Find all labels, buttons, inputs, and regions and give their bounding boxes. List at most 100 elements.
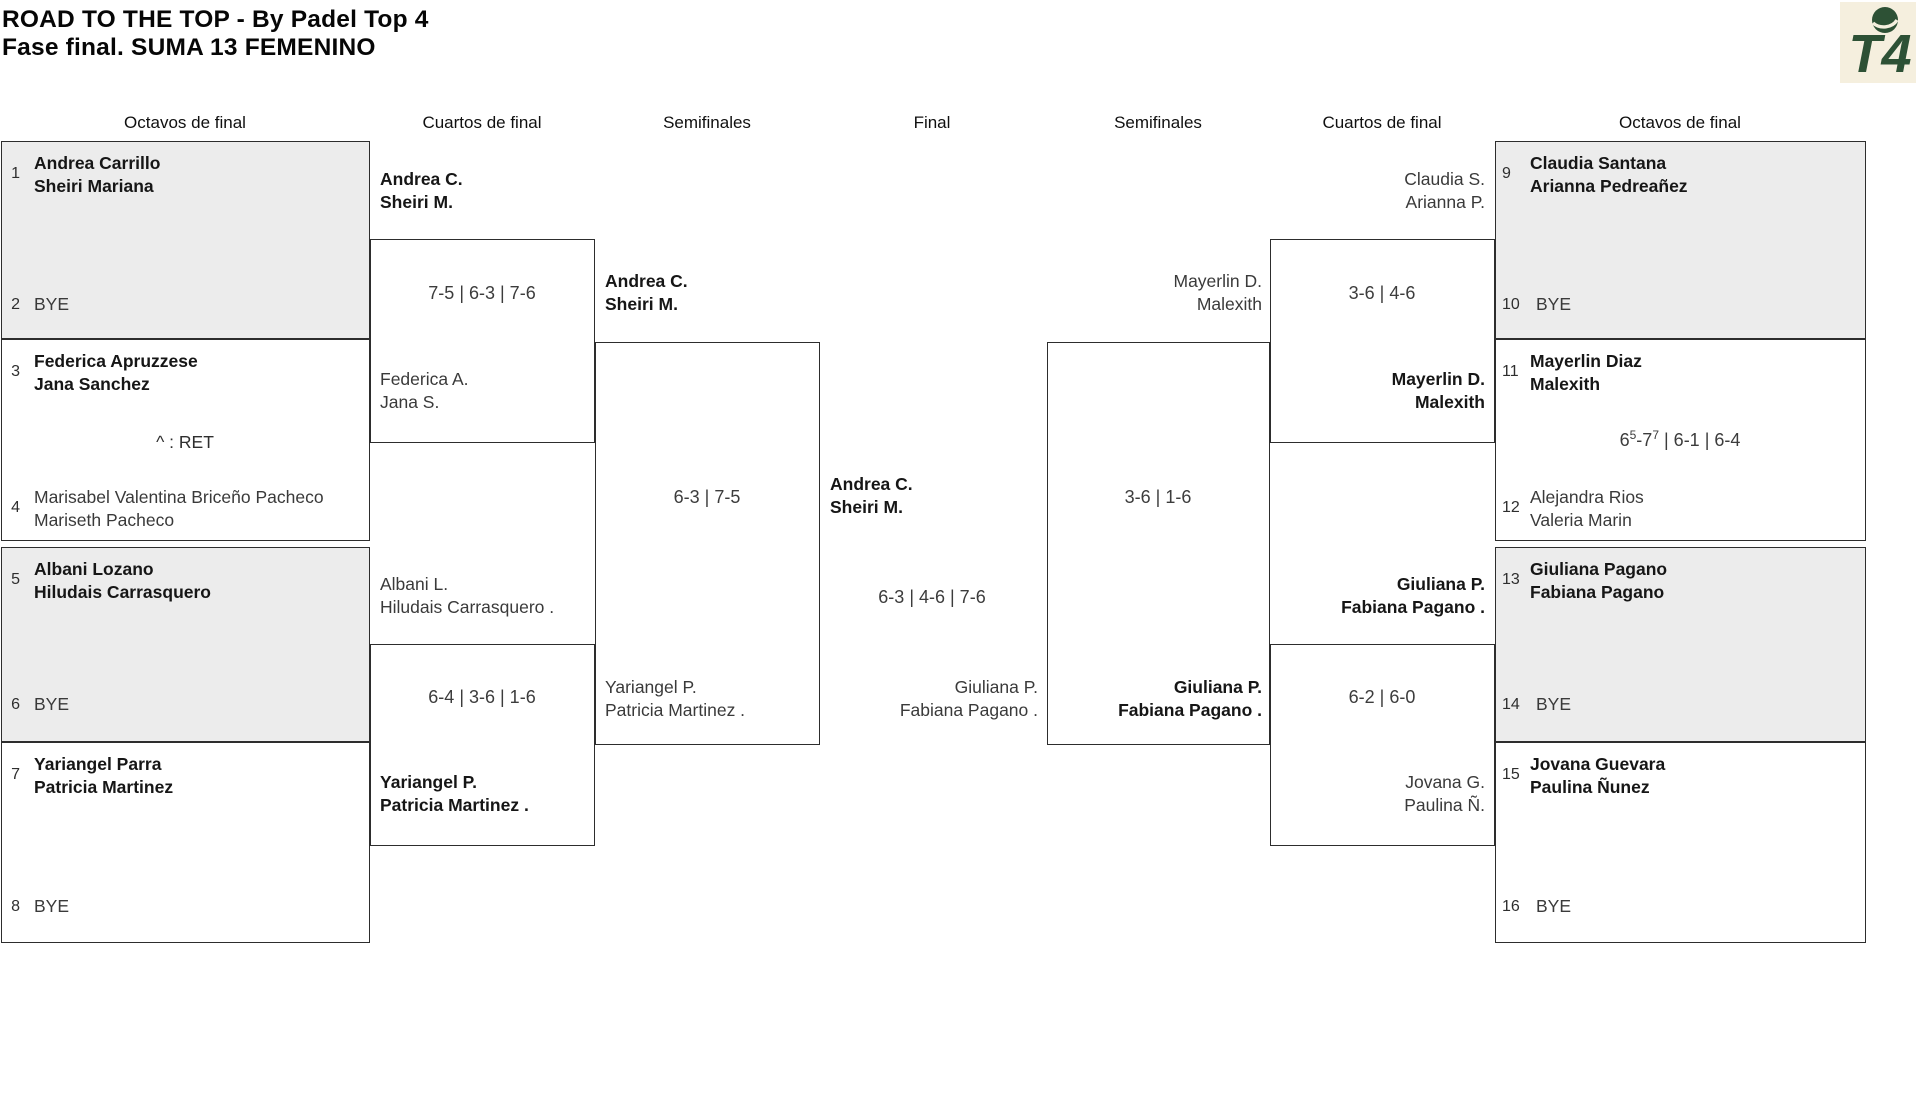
page-title: ROAD TO THE TOP - By Padel Top 4 Fase fi… [2,6,429,62]
header-octavos-right: Octavos de final [1619,113,1741,132]
final-winner: Andrea C. Sheiri M. [830,473,913,519]
qf-right-2-winner: Giuliana P. Fabiana Pagano . [1341,573,1485,619]
seed-16: 16 [1502,898,1520,915]
score-part: | 6-1 | 6-4 [1659,430,1741,450]
team-line: Yariangel Parra [34,754,162,774]
team-line: Federica Apruzzese [34,351,198,371]
bye-label: BYE [1536,694,1572,714]
team-line: Giuliana P. [1173,677,1262,697]
final-loser: Giuliana P. Fabiana Pagano . [900,676,1038,722]
team-line: Jovana Guevara [1530,754,1666,774]
qf-right-1-winner: Mayerlin D. Malexith [1392,368,1485,414]
qf-left-box-2 [370,644,595,846]
bye-label: BYE [34,896,70,916]
header-final: Final [913,113,951,132]
team-line: Sheiri M. [380,192,453,212]
seed-7: 7 [11,766,20,783]
bye-seed-8: BYE [34,895,69,918]
r16-right-match-score: 65-77 | 6-1 | 6-4 [1550,428,1810,452]
team-line: Paulina Ñ. [1404,795,1485,815]
sf-left-score: 6-3 | 7-5 [673,487,741,507]
r16-right-box-15-16 [1495,742,1866,943]
team-seed-13: Giuliana Pagano Fabiana Pagano [1530,558,1667,604]
team-line: Yariangel P. [380,772,477,792]
score-tiebreak-sup: 5 [1629,428,1637,442]
team-line: Jana S. [380,392,440,412]
team-seed-3: Federica Apruzzese Jana Sanchez [34,350,198,396]
team-line: Marisabel Valentina Briceño Pacheco [34,487,324,507]
team-line: Hiludais Carrasquero . [380,597,555,617]
team-line: Paulina Ñunez [1530,777,1650,797]
team-line: Yariangel P. [605,677,697,697]
seed-11: 11 [1502,363,1519,380]
team-line: Albani Lozano [34,559,154,579]
team-line: Arianna Pedreañez [1530,176,1688,196]
team-line: Sheiri M. [605,294,678,314]
team-seed-11: Mayerlin Diaz Malexith [1530,350,1642,396]
team-seed-5: Albani Lozano Hiludais Carrasquero [34,558,211,604]
score-part: -7 [1636,430,1653,450]
score-tiebreak-sup: 7 [1652,428,1659,442]
qf-right-2-score: 6-2 | 6-0 [1348,687,1416,707]
page-title-line1: ROAD TO THE TOP - By Padel Top 4 [2,6,429,33]
seed-1: 1 [11,165,20,182]
team-line: Federica A. [380,369,469,389]
sf-left-loser: Yariangel P. Patricia Martinez . [605,676,745,722]
r16-left-box-7-8 [1,742,370,943]
seed-6: 6 [11,696,20,713]
page-title-line2: Fase final. SUMA 13 FEMENINO [2,34,376,61]
header-octavos-left: Octavos de final [124,113,246,132]
team-line: Patricia Martinez . [605,700,746,720]
team-line: Claudia Santana [1530,153,1667,173]
qf-left-2-winner: Yariangel P. Patricia Martinez . [380,771,529,817]
team-line: Fabiana Pagano [1530,582,1665,602]
seed-9: 9 [1502,165,1511,182]
logo-text: T4 [1848,24,1911,83]
team-line: Andrea C. [380,169,463,189]
team-line: Malexith [1414,392,1485,412]
team-seed-7: Yariangel Parra Patricia Martinez [34,753,173,799]
r16-right-box-11-12 [1495,339,1866,541]
team-seed-1: Andrea Carrillo Sheiri Mariana [34,152,160,198]
qf-right-box-1 [1270,239,1495,443]
team-line: Malexith [1530,374,1601,394]
team-line: Mayerlin Diaz [1530,351,1642,371]
seed-15: 15 [1502,766,1520,783]
team-line: Hiludais Carrasquero [34,582,211,602]
team-line: Malexith [1196,294,1262,314]
team-line: Andrea C. [830,474,913,494]
team-line: Sheiri M. [830,497,903,517]
sf-left-winner: Andrea C. Sheiri M. [605,270,688,316]
bye-label: BYE [1536,294,1572,314]
team-line: Andrea C. [605,271,688,291]
bye-label: BYE [1536,896,1572,916]
bye-seed-6: BYE [34,693,69,716]
qf-left-1-score: 7-5 | 6-3 | 7-6 [428,283,536,303]
team-line: Giuliana P. [954,677,1038,697]
header-cuartos-right: Cuartos de final [1322,113,1442,132]
team-line: Mayerlin D. [1173,271,1263,291]
r16-right-box-9-10 [1495,141,1866,339]
qf-right-1-score: 3-6 | 4-6 [1348,283,1416,303]
seed-12: 12 [1502,499,1520,516]
team-line: Giuliana Pagano [1530,559,1668,579]
seed-8: 8 [11,898,20,915]
team-line: Mariseth Pacheco [34,510,175,530]
bye-seed-2: BYE [34,293,69,316]
sf-right-winner: Giuliana P. Fabiana Pagano . [1118,676,1262,722]
team-line: Alejandra Rios [1530,487,1644,507]
seed-4: 4 [11,499,20,516]
qf-right-2-loser: Jovana G. Paulina Ñ. [1404,771,1485,817]
team-seed-9: Claudia Santana Arianna Pedreañez [1530,152,1688,198]
sf-right-loser: Mayerlin D. Malexith [1174,270,1263,316]
r16-left-box-3-4 [1,339,370,541]
seed-14: 14 [1502,696,1520,713]
qf-left-1-winner: Andrea C. Sheiri M. [380,168,463,214]
team-line: Valeria Marin [1530,510,1632,530]
r16-left-box-5-6 [1,547,370,742]
qf-left-1-loser: Federica A. Jana S. [380,368,469,414]
team-seed-15: Jovana Guevara Paulina Ñunez [1530,753,1665,799]
header-semis-right: Semifinales [1114,113,1202,132]
qf-left-2-score: 6-4 | 3-6 | 1-6 [428,687,536,707]
